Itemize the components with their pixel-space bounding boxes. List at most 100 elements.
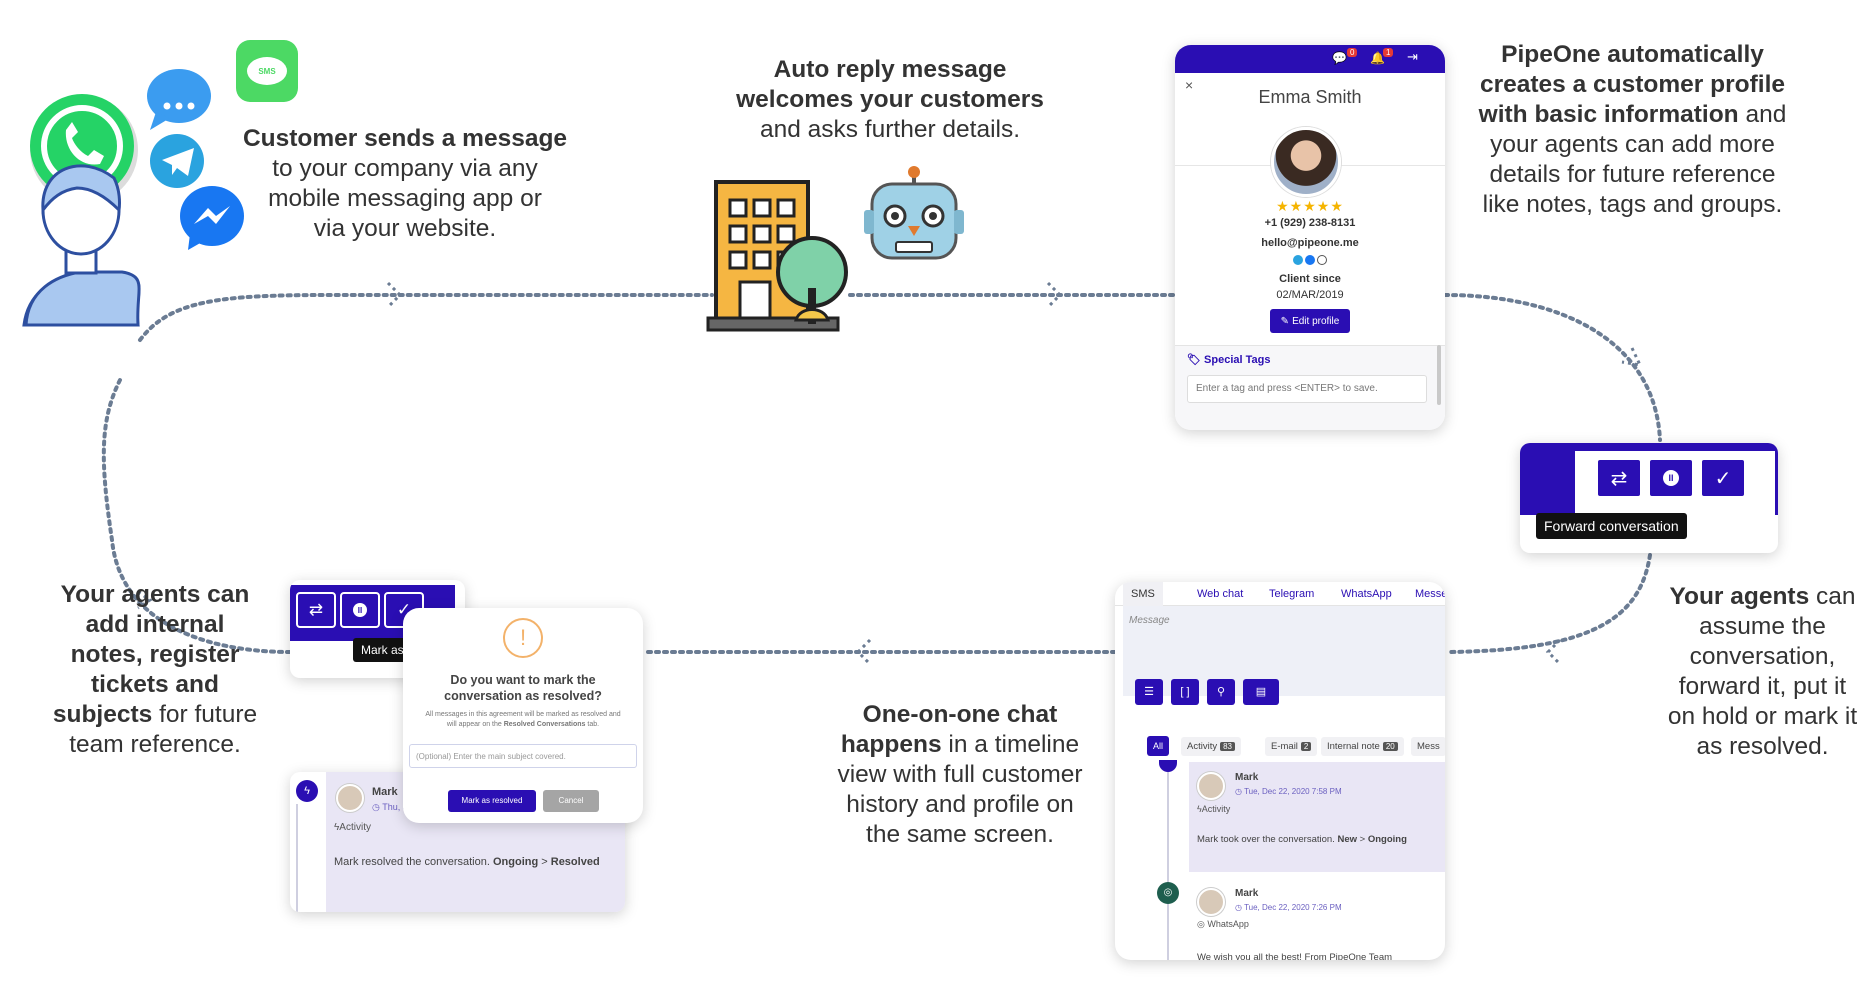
step-customer-line: to your company via any (272, 155, 538, 182)
tag-icon: 🏷 (1187, 354, 1201, 366)
step-chat-text: One-on-one chat happens in a timeline vi… (820, 700, 1100, 850)
step-customer-line: mobile messaging app or (268, 185, 542, 212)
tab-telegram[interactable]: Telegram (1269, 588, 1315, 600)
resolve-info: All messages in this agreement will be m… (408, 710, 638, 730)
step-autoreply-bold: Auto reply message (773, 56, 1007, 83)
special-tags-title: 🏷 Special Tags (1187, 353, 1270, 366)
logout-icon[interactable]: ⇥ (1407, 49, 1418, 64)
client-since-label: Client since (1279, 273, 1341, 285)
step-autoreply-line: and asks further details. (759, 116, 1021, 143)
whatsapp-marker-icon: ◎ (1157, 882, 1179, 904)
hold-button[interactable]: II (340, 592, 380, 628)
step-profile-bold: with basic information (1478, 101, 1739, 128)
step-notes-bold: tickets and (91, 671, 219, 698)
forward-button[interactable]: ⇄ (296, 592, 336, 628)
bell-icon[interactable]: 🔔 (1370, 51, 1385, 65)
forward-button[interactable]: ⇄ (1596, 458, 1642, 498)
step-notes-bold: Your agents can (60, 581, 250, 608)
customer-illustration (22, 69, 244, 327)
confirm-resolve-button[interactable]: Mark as resolved (448, 790, 536, 812)
step-autoreply-bold: welcomes your customers (736, 86, 1044, 113)
message-input[interactable]: Message (1129, 615, 1170, 626)
forward-card: ⇄ II ✓ Forward conversation (1520, 443, 1778, 553)
resolve-info-line3: tab. (587, 721, 600, 728)
step-assume-line: conversation, (1689, 643, 1836, 670)
attach-button[interactable]: ⚲ (1207, 679, 1235, 705)
chat-count-badge: 0 (1347, 48, 1358, 57)
entry2-time: ◷ Tue, Dec 22, 2020 7:26 PM (1235, 903, 1342, 912)
step-profile-line: details for future reference (1489, 161, 1776, 188)
step-chat-line: the same screen. (866, 821, 1054, 848)
step-chat-bold: One-on-one chat (862, 701, 1058, 728)
entry1-to: Ongoing (1367, 834, 1407, 845)
step-profile-bold: PipeOne automatically (1501, 41, 1764, 68)
resolve-question-line1: Do you want to mark the (450, 673, 596, 687)
forward-tooltip: Forward conversation (1536, 513, 1687, 539)
step-customer-line: via your website. (313, 215, 497, 242)
scrollbar[interactable] (1437, 345, 1441, 405)
edit-profile-button[interactable]: ✎Edit profile (1270, 309, 1350, 333)
entry1-type-text: Activity (1201, 804, 1231, 814)
chat-card: SMS Web chat Telegram WhatsApp Messe Mes… (1115, 582, 1445, 960)
resolve-toolbar-card: ⇄ II ✓ Mark as resolved (290, 580, 465, 678)
subject-input[interactable]: (Optional) Enter the main subject covere… (409, 744, 637, 768)
step-autoreply-text: Auto reply message welcomes your custome… (720, 55, 1060, 145)
channel-icons (1293, 255, 1327, 265)
resolve-info-bold: Resolved Conversations (503, 721, 586, 728)
step-profile-text: PipeOne automatically creates a customer… (1460, 40, 1805, 220)
tab-web-chat[interactable]: Web chat (1197, 588, 1244, 600)
customer-email: hello@pipeone.me (1261, 237, 1359, 249)
entry2-text: We wish you all the best! From PipeOne T… (1197, 952, 1393, 960)
entry1-time: ◷ Tue, Dec 22, 2020 7:58 PM (1235, 787, 1342, 796)
tab-sms[interactable]: SMS (1131, 588, 1155, 600)
tree-icon (776, 236, 848, 324)
whatsapp-icon (1317, 255, 1327, 265)
template-button[interactable]: ▤ (1243, 679, 1279, 705)
sms-app-icon: SMS (236, 40, 298, 102)
pause-icon: II (1663, 470, 1679, 486)
entry1-text-main: Mark took over the conversation. (1197, 834, 1335, 845)
activity-to: Resolved (550, 856, 600, 868)
close-icon[interactable]: × (1185, 77, 1194, 93)
customer-avatar (1271, 127, 1341, 197)
resolve-button[interactable]: ✓ (1700, 458, 1746, 498)
tab-sms-bg (1123, 582, 1163, 606)
tab-whatsapp[interactable]: WhatsApp (1341, 588, 1392, 600)
step-assume-line: on hold or mark it (1667, 703, 1858, 730)
hold-button[interactable]: II (1648, 458, 1694, 498)
message-bubble-icon (147, 69, 211, 130)
clock-icon: ◷ (372, 802, 380, 812)
filter-messages[interactable]: Mess (1411, 737, 1445, 756)
entry2-type-text: WhatsApp (1207, 919, 1249, 929)
customer-name: Emma Smith (1258, 87, 1362, 107)
activity-name: Mark (372, 786, 398, 798)
entry1-name: Mark (1235, 772, 1259, 783)
tab-messenger[interactable]: Messe (1415, 588, 1445, 600)
timeline-line (1167, 764, 1169, 960)
step-customer-text: Customer sends a message to your company… (230, 124, 580, 244)
list-tool-button[interactable]: ☰ (1135, 679, 1163, 705)
entry2-time-text: Tue, Dec 22, 2020 7:26 PM (1244, 903, 1342, 912)
bracket-tool-button[interactable]: [ ] (1171, 679, 1199, 705)
pause-icon: II (353, 603, 367, 617)
entry1-text: Mark took over the conversation. New > O… (1197, 834, 1407, 845)
profile-card: 💬 0 🔔 1 ⇥ × Emma Smith ★★★★★ +1 (929) 23… (1175, 45, 1445, 430)
filter-internal-count: 20 (1382, 742, 1398, 751)
bolt-icon: ϟ (1197, 804, 1202, 814)
step-assume-bold: Your agents (1669, 583, 1810, 610)
chat-count-icon[interactable]: 💬 (1332, 51, 1347, 65)
step-profile-line: like notes, tags and groups. (1482, 191, 1783, 218)
tag-input[interactable]: Enter a tag and press <ENTER> to save. (1187, 375, 1427, 403)
cancel-button[interactable]: Cancel (543, 790, 599, 812)
agent-avatar (1197, 888, 1225, 916)
robot-icon (864, 166, 964, 260)
filter-all[interactable]: All (1147, 736, 1169, 756)
step-profile-line: your agents can add more (1490, 131, 1775, 158)
telegram-icon (1293, 255, 1303, 265)
bell-badge: 1 (1383, 48, 1394, 57)
